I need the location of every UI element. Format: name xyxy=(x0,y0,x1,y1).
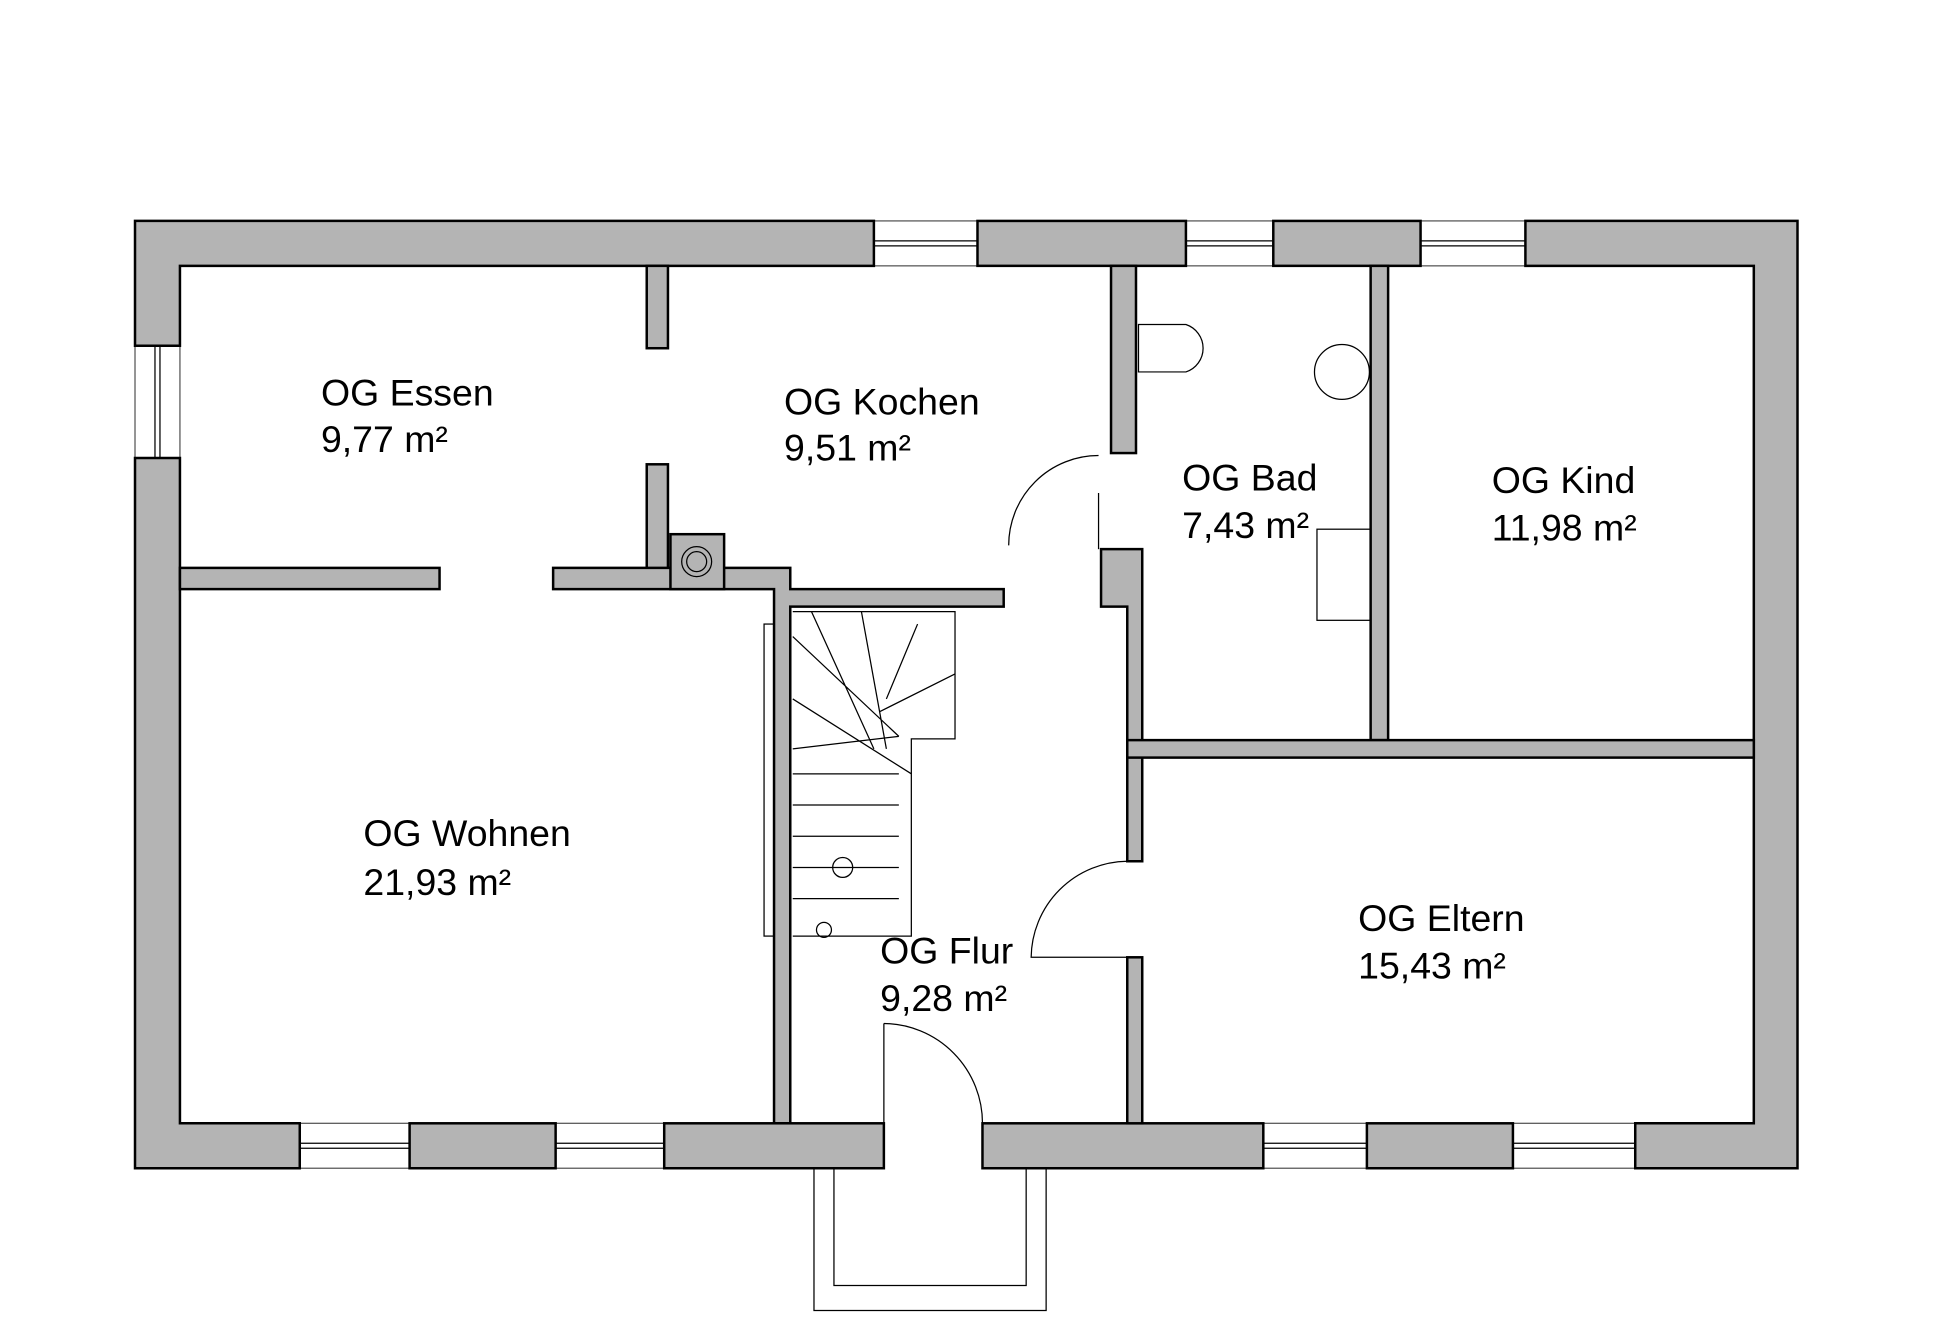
windows xyxy=(134,220,1636,1169)
room-area-kind: 11,98 m² xyxy=(1492,506,1637,548)
bathroom-fixtures xyxy=(1137,323,1372,621)
sink-icon xyxy=(1313,343,1371,401)
room-name-kochen: OG Kochen xyxy=(784,380,980,422)
toilet-icon xyxy=(1137,323,1204,373)
bathtub-icon xyxy=(1316,528,1372,621)
room-area-essen: 9,77 m² xyxy=(321,418,448,460)
staircase xyxy=(763,610,956,938)
room-name-bad: OG Bad xyxy=(1182,457,1317,499)
room-area-eltern: 15,43 m² xyxy=(1358,945,1506,987)
room-area-flur: 9,28 m² xyxy=(880,977,1007,1019)
room-name-flur: OG Flur xyxy=(880,930,1013,972)
room-name-eltern: OG Eltern xyxy=(1358,897,1524,939)
room-name-essen: OG Essen xyxy=(321,372,494,414)
room-name-kind: OG Kind xyxy=(1492,459,1636,501)
room-area-bad: 7,43 m² xyxy=(1182,504,1309,546)
room-area-kochen: 9,51 m² xyxy=(784,427,911,469)
walls xyxy=(133,219,1799,1170)
room-name-wohnen: OG Wohnen xyxy=(363,812,570,854)
room-labels: OG Essen 9,77 m² OG Kochen 9,51 m² OG Ba… xyxy=(321,372,1637,1019)
room-area-wohnen: 21,93 m² xyxy=(363,861,511,903)
doors xyxy=(813,454,1128,1312)
